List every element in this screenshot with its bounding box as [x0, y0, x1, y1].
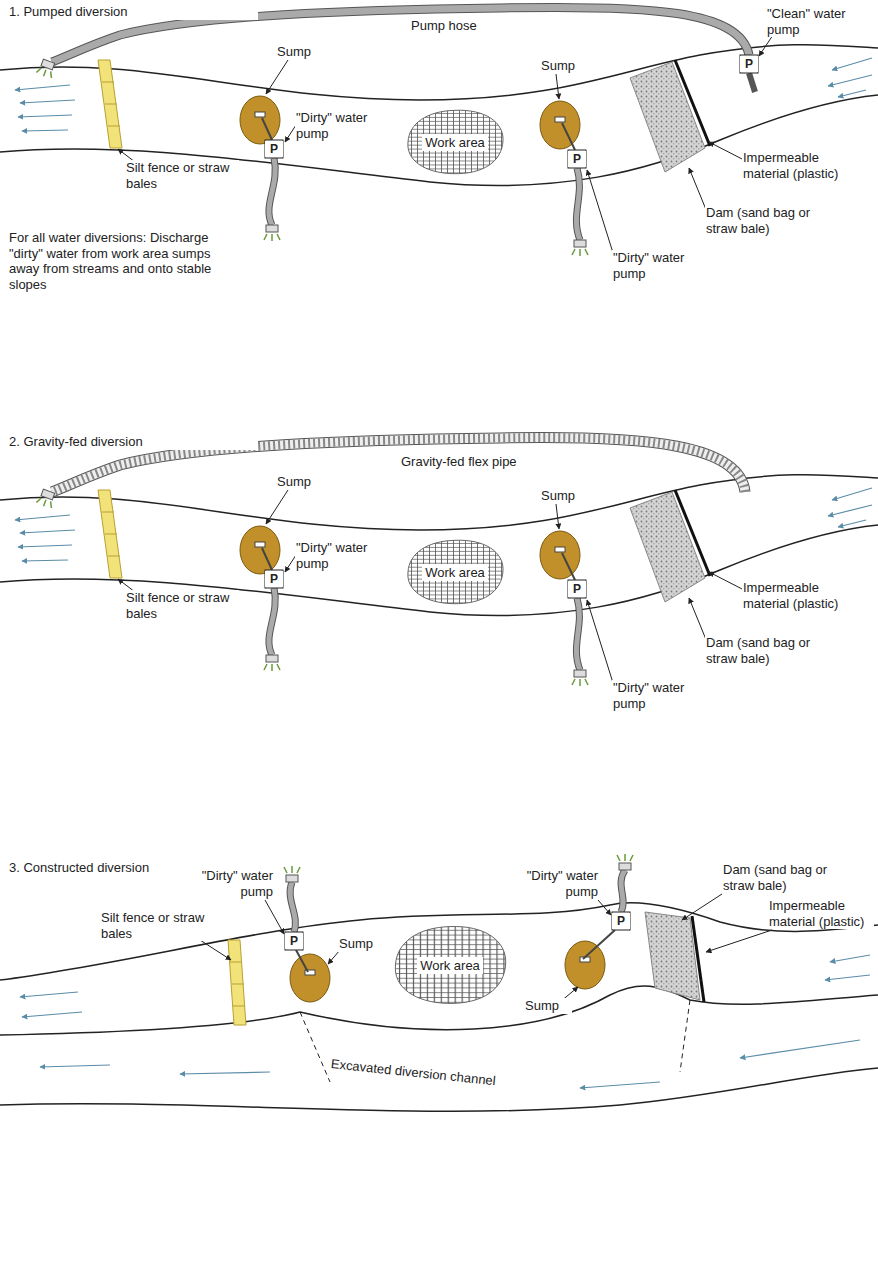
callout-label: Sump	[276, 474, 326, 490]
panel-heading: 2. Gravity-fed diversion	[8, 434, 258, 450]
pump-letter: P	[265, 571, 283, 587]
callout-label: Silt fence or straw bales	[125, 590, 239, 621]
constructed-diversion	[0, 854, 878, 1111]
callout-label: "Dirty" water pump	[515, 868, 599, 899]
callout-label: Dam (sand bag or straw bale)	[705, 635, 829, 666]
pump-letter: P	[568, 151, 586, 167]
callout-label: Gravity-fed flex pipe	[400, 454, 560, 470]
callout-label: Silt fence or straw bales	[125, 160, 239, 191]
pump-letter: P	[612, 913, 630, 929]
work-area: Work area	[392, 925, 508, 1005]
callout-label: Dam (sand bag or straw bale)	[705, 205, 829, 236]
area-label: Work area	[422, 564, 488, 581]
area-label: Work area	[417, 957, 483, 974]
callout-label: Sump	[540, 488, 590, 504]
callout-label: For all water diversions: Discharge "dir…	[8, 230, 230, 292]
callout-label: Silt fence or straw bales	[100, 910, 212, 941]
callout-label: Sump	[524, 998, 572, 1014]
callout-label: Dam (sand bag or straw bale)	[722, 862, 834, 893]
pump-letter: P	[265, 141, 283, 157]
gravity-fed-diversion	[0, 438, 878, 686]
callout-label: "Dirty" water pump	[612, 250, 696, 281]
callout-label: "Dirty" water pump	[295, 540, 375, 571]
callout-label: Pump hose	[410, 18, 500, 34]
pump-letter: P	[568, 581, 586, 597]
callout-label: "Clean" water pump	[766, 6, 874, 37]
callout-label: Impermeable material (plastic)	[742, 150, 866, 181]
pump-letter: P	[285, 933, 303, 949]
panel-heading: 1. Pumped diversion	[8, 4, 258, 20]
callout-label: Excavated diversion channel	[329, 1056, 539, 1093]
work-area: Work area	[405, 539, 505, 605]
callout-label: Sump	[338, 936, 386, 952]
work-area: Work area	[405, 109, 505, 175]
area-label: Work area	[422, 134, 488, 151]
callout-label: "Dirty" water pump	[190, 868, 274, 899]
callout-label: "Dirty" water pump	[612, 680, 696, 711]
pumped-diversion	[0, 7, 878, 256]
callout-label: Sump	[276, 44, 326, 60]
callout-label: Impermeable material (plastic)	[768, 898, 874, 929]
callout-label: Impermeable material (plastic)	[742, 580, 866, 611]
callout-label: Sump	[540, 58, 590, 74]
pump-letter: P	[740, 56, 758, 72]
callout-label: "Dirty" water pump	[295, 110, 375, 141]
